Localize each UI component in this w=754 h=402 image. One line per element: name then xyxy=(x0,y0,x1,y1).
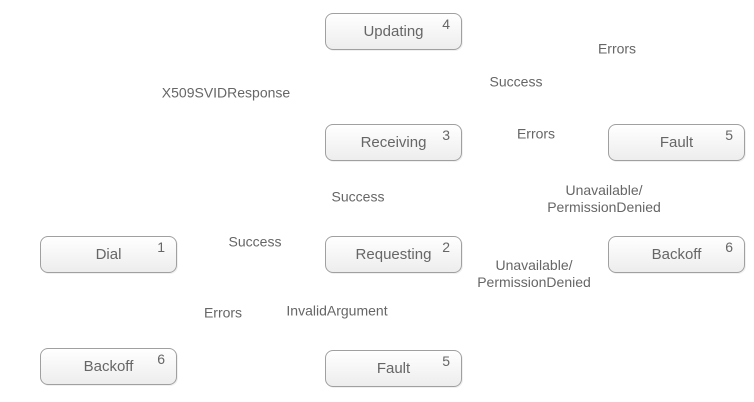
edge-label-errors-mid-right: Errors xyxy=(516,125,556,142)
state-node-label: Updating xyxy=(363,23,424,40)
state-node-number: 6 xyxy=(725,239,733,255)
edge-label-unavailable-upper-right: Unavailable/PermissionDenied xyxy=(547,182,661,215)
state-node-updating: 4 Updating xyxy=(325,13,462,50)
state-node-number: 5 xyxy=(725,127,733,143)
edge-label-errors-bottom-left: Errors xyxy=(203,304,243,321)
state-node-label: Receiving xyxy=(360,134,427,151)
state-node-requesting: 2 Requesting xyxy=(325,236,462,273)
state-node-backoff-right: 6 Backoff xyxy=(608,236,745,273)
state-node-number: 5 xyxy=(442,353,450,369)
state-node-backoff-bottom: 6 Backoff xyxy=(40,348,177,385)
state-node-label: Backoff xyxy=(83,358,134,375)
state-node-fault-bottom: 5 Fault xyxy=(325,350,462,387)
edge-label-x509svidresponse: X509SVIDResponse xyxy=(161,84,291,101)
state-node-number: 3 xyxy=(442,127,450,143)
state-node-label: Dial xyxy=(95,246,122,263)
state-node-number: 4 xyxy=(442,16,450,32)
state-node-label: Fault xyxy=(659,134,694,151)
edge-label-invalidargument: InvalidArgument xyxy=(286,302,388,319)
state-node-dial: 1 Dial xyxy=(40,236,177,273)
state-node-label: Fault xyxy=(376,360,411,377)
state-node-receiving: 3 Receiving xyxy=(325,124,462,161)
state-node-number: 1 xyxy=(157,239,165,255)
state-node-label: Requesting xyxy=(355,246,432,263)
edge-label-success-left: Success xyxy=(228,233,282,250)
state-node-number: 6 xyxy=(157,351,165,367)
edge-label-success-mid: Success xyxy=(331,188,385,205)
state-node-fault-right: 5 Fault xyxy=(608,124,745,161)
state-node-number: 2 xyxy=(442,239,450,255)
edge-label-success-upper-right: Success xyxy=(489,73,543,90)
state-node-label: Backoff xyxy=(651,246,702,263)
edge-label-unavailable-lower: Unavailable/PermissionDenied xyxy=(477,257,591,290)
edge-label-errors-top-right: Errors xyxy=(597,40,637,57)
